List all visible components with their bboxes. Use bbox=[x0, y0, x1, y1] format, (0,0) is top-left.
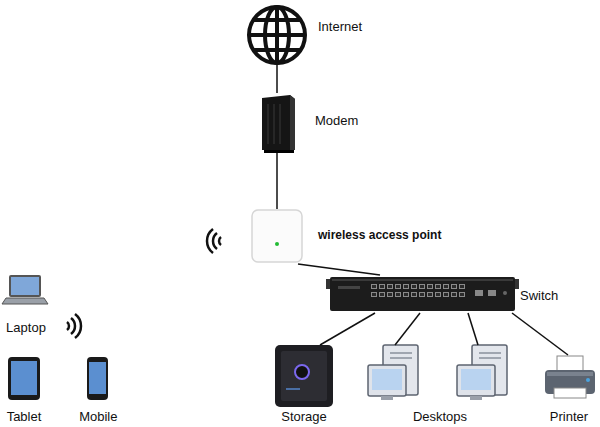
node-label: Printer bbox=[550, 409, 588, 424]
node-label: Storage bbox=[281, 409, 327, 424]
network-cable bbox=[395, 313, 420, 345]
network-cable bbox=[512, 313, 568, 355]
network-cable bbox=[276, 153, 278, 209]
network-cable bbox=[468, 313, 478, 345]
network-cable bbox=[320, 313, 375, 345]
device-node: wireless access point bbox=[250, 209, 455, 264]
device-node: Tablet bbox=[0, 355, 48, 424]
device-node: Modem bbox=[255, 93, 375, 153]
device-node: Mobile bbox=[77, 355, 120, 424]
globe-icon bbox=[249, 7, 305, 63]
node-label: Internet bbox=[318, 19, 362, 34]
node-label: Desktops bbox=[413, 409, 467, 424]
switch-icon bbox=[326, 277, 519, 311]
device-node: Switch bbox=[330, 275, 570, 313]
device-node: Printer bbox=[540, 355, 598, 424]
network-cable bbox=[298, 264, 380, 275]
node-label: Modem bbox=[315, 113, 358, 128]
node-label: Mobile bbox=[79, 409, 117, 424]
mobile-icon bbox=[87, 357, 108, 400]
modem-icon bbox=[262, 95, 295, 153]
node-label: Tablet bbox=[7, 409, 42, 424]
device-node: Desktops bbox=[365, 345, 515, 424]
network-cable bbox=[276, 65, 278, 93]
device-node: Storage bbox=[268, 345, 340, 424]
node-label: Laptop bbox=[6, 320, 46, 335]
laptop-icon bbox=[2, 275, 48, 304]
printer-icon bbox=[545, 356, 595, 398]
desktop-icon bbox=[368, 345, 418, 400]
wifi-symbol bbox=[67, 314, 81, 338]
storage-icon bbox=[275, 345, 333, 407]
access-point-icon bbox=[252, 210, 302, 262]
tablet-icon bbox=[8, 357, 40, 400]
node-label: Switch bbox=[520, 288, 558, 303]
wifi-symbol bbox=[207, 229, 221, 253]
device-node: Laptop bbox=[0, 273, 52, 335]
network-node: Internet bbox=[245, 3, 375, 65]
node-label: wireless access point bbox=[318, 228, 441, 243]
desktop-icon bbox=[457, 345, 507, 400]
